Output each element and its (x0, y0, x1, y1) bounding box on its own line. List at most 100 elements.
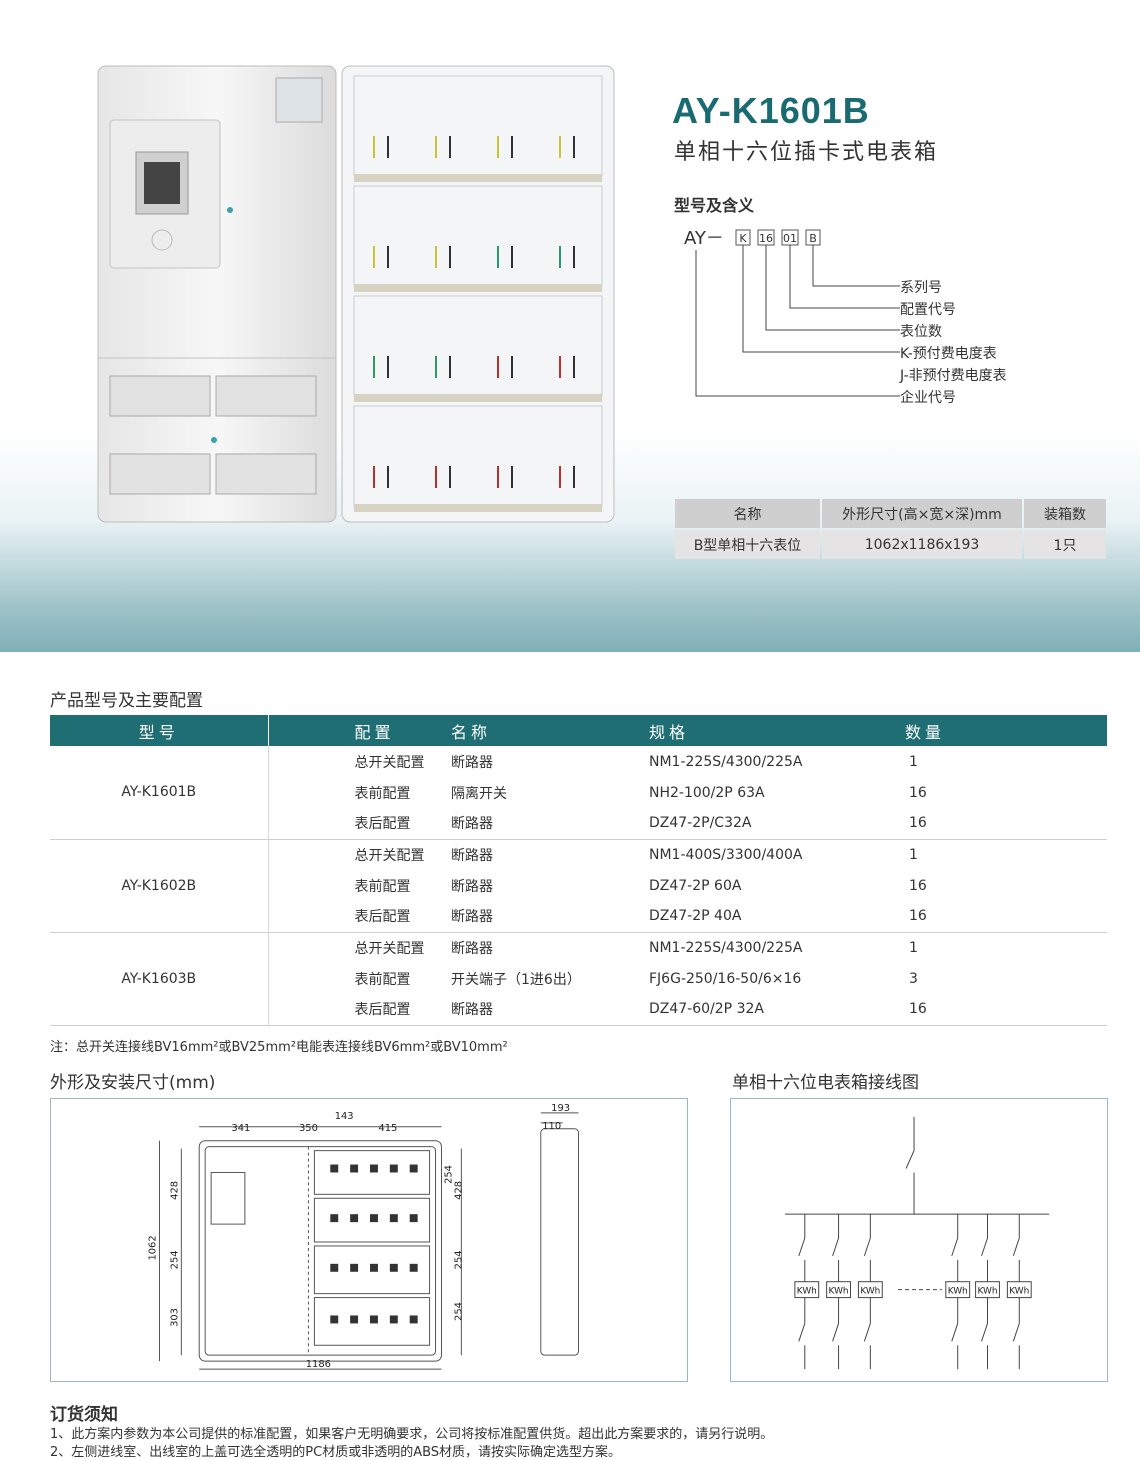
config-cell: 表后配置 (268, 808, 451, 840)
spec-cell: DZ47-2P/C32A (649, 808, 905, 840)
dimension-drawing: 341 350 143 415 1062 428 254 303 254 428… (148, 1103, 580, 1370)
wiring-diagram: KWh KWh KWh KWh KWh KWh (784, 1116, 1050, 1370)
name-cell: 隔离开关 (451, 785, 507, 802)
hero-section: AY-K1601B 单相十六位插卡式电表箱 型号及含义 AY－ K 16 01 … (0, 0, 1140, 652)
config-cell: 总开关配置 (354, 940, 425, 957)
name-cell: 断路器 (451, 808, 649, 840)
model-cell: AY-K1602B (50, 839, 269, 933)
name-cell: 断路器 (451, 901, 649, 933)
spec-cell: 1只 (1024, 530, 1106, 559)
config-cell: 表后配置 (268, 994, 451, 1026)
qty-cell: 3 (909, 970, 918, 987)
dim-label: 1062 (148, 1235, 159, 1260)
name-cell: 断路器 (451, 754, 493, 771)
order-notes-title: 订货须知 (50, 1405, 118, 1425)
dim-label: 143 (335, 1111, 354, 1122)
dim-label: 110 (542, 1121, 561, 1132)
qty-cell: 1 (909, 939, 918, 956)
name-cell: 断路器 (451, 994, 649, 1026)
spec-cell: B型单相十六表位 (675, 530, 820, 559)
dim-label: 254 (169, 1250, 180, 1269)
code-box-1: K (739, 232, 747, 245)
kwh-label: KWh (978, 1287, 998, 1297)
spec-cell: DZ47-2P 40A (649, 901, 905, 933)
dim-label: 1186 (306, 1359, 331, 1370)
code-box-3: 01 (783, 232, 797, 245)
model-cell: AY-K1601B (50, 746, 269, 840)
config-header: 名称 (451, 715, 649, 746)
spec-cell: DZ47-60/2P 32A (649, 994, 905, 1026)
kwh-label: KWh (797, 1287, 817, 1297)
qty-cell: 1 (909, 753, 918, 770)
model-cell: AY-K1603B (50, 932, 269, 1026)
meter-box-illustration (97, 65, 615, 523)
qty-cell: 16 (905, 994, 1107, 1026)
dim-label: 415 (378, 1123, 397, 1134)
qty-cell: 1 (909, 846, 918, 863)
code-meaning: J-非预付费电度表 (900, 368, 1007, 384)
dim-label: 428 (453, 1181, 464, 1200)
spec-header: 名称 (675, 499, 820, 528)
spec-cell: DZ47-2P 60A (649, 877, 742, 894)
dimension-drawing-panel: 341 350 143 415 1062 428 254 303 254 428… (50, 1098, 688, 1382)
dim-label: 254 (453, 1302, 464, 1321)
wiring-title: 单相十六位电表箱接线图 (732, 1073, 919, 1093)
config-title: 产品型号及主要配置 (50, 691, 203, 711)
spec-cell: FJ6G-250/16-50/6×16 (649, 970, 802, 987)
config-cell: 总开关配置 (354, 754, 425, 771)
dim-label: 254 (453, 1250, 464, 1269)
config-cell: 表前配置 (354, 785, 411, 802)
name-cell: 断路器 (451, 940, 493, 957)
dim-label: 254 (443, 1165, 454, 1184)
code-meaning: K-预付费电度表 (900, 346, 997, 362)
product-title: AY-K1601B (672, 90, 870, 131)
product-photo (96, 62, 620, 526)
spec-header: 装箱数 (1024, 499, 1106, 528)
code-prefix: AY－ (684, 228, 724, 249)
config-cell: 表前配置 (354, 971, 411, 988)
config-cell: 总开关配置 (354, 847, 425, 864)
code-meaning: 企业代号 (900, 390, 956, 406)
code-meaning: 系列号 (900, 280, 942, 296)
spec-header: 外形尺寸(高×宽×深)mm (822, 499, 1022, 528)
name-cell: 断路器 (451, 847, 493, 864)
code-box-4: B (809, 232, 817, 245)
dim-label: 428 (169, 1181, 180, 1200)
config-cell: 表后配置 (268, 901, 451, 933)
dim-label: 341 (231, 1123, 250, 1134)
kwh-label: KWh (948, 1287, 968, 1297)
name-cell: 断路器 (451, 878, 493, 895)
code-box-2: 16 (759, 232, 773, 245)
config-header: 型号 (50, 715, 269, 746)
wire-note: 注：总开关连接线BV16mm²或BV25mm²电能表连接线BV6mm²或BV10… (50, 1040, 508, 1055)
dim-label: 350 (299, 1123, 318, 1134)
wiring-diagram-panel: KWh KWh KWh KWh KWh KWh (730, 1098, 1108, 1382)
code-meaning: 配置代号 (900, 302, 956, 318)
qty-cell: 16 (909, 784, 927, 801)
config-cell: 表前配置 (354, 878, 411, 895)
spec-cell: NM1-400S/3300/400A (649, 846, 803, 863)
kwh-label: KWh (860, 1287, 880, 1297)
kwh-label: KWh (829, 1287, 849, 1297)
dim-label: 193 (551, 1103, 570, 1114)
model-code-diagram: AY－ K 16 01 B (680, 224, 1060, 414)
config-header: 数量 (905, 715, 1107, 746)
order-note-item: 1、此方案内参数为本公司提供的标准配置，如果客户无明确要求，公司将按标准配置供货… (50, 1427, 774, 1442)
order-note-item: 2、左侧进线室、出线室的上盖可选全透明的PC材质或非透明的ABS材质，请按实际确… (50, 1445, 622, 1460)
spec-cell: NM1-225S/4300/225A (649, 939, 803, 956)
config-header: 规格 (649, 715, 905, 746)
kwh-label: KWh (1009, 1287, 1029, 1297)
model-meaning-heading: 型号及含义 (674, 196, 755, 215)
spec-cell: 1062x1186x193 (822, 530, 1022, 559)
spec-table: 名称 外形尺寸(高×宽×深)mm 装箱数 B型单相十六表位 1062x1186x… (673, 497, 1108, 561)
qty-cell: 16 (905, 808, 1107, 840)
spec-cell: NM1-225S/4300/225A (649, 753, 803, 770)
name-cell: 开关端子（1进6出） (451, 971, 581, 988)
dimensions-title: 外形及安装尺寸(mm) (50, 1073, 216, 1093)
product-subtitle: 单相十六位插卡式电表箱 (674, 140, 939, 165)
code-meaning-list: 系列号 配置代号 表位数 K-预付费电度表 J-非预付费电度表 企业代号 (900, 277, 1007, 409)
spec-cell: NH2-100/2P 63A (649, 784, 765, 801)
qty-cell: 16 (909, 877, 927, 894)
config-table: 型号 配置 名称 规格 数量 AY-K1601B 总开关配置 断路器 NM1-2… (50, 715, 1107, 1026)
dim-label: 303 (169, 1308, 180, 1327)
